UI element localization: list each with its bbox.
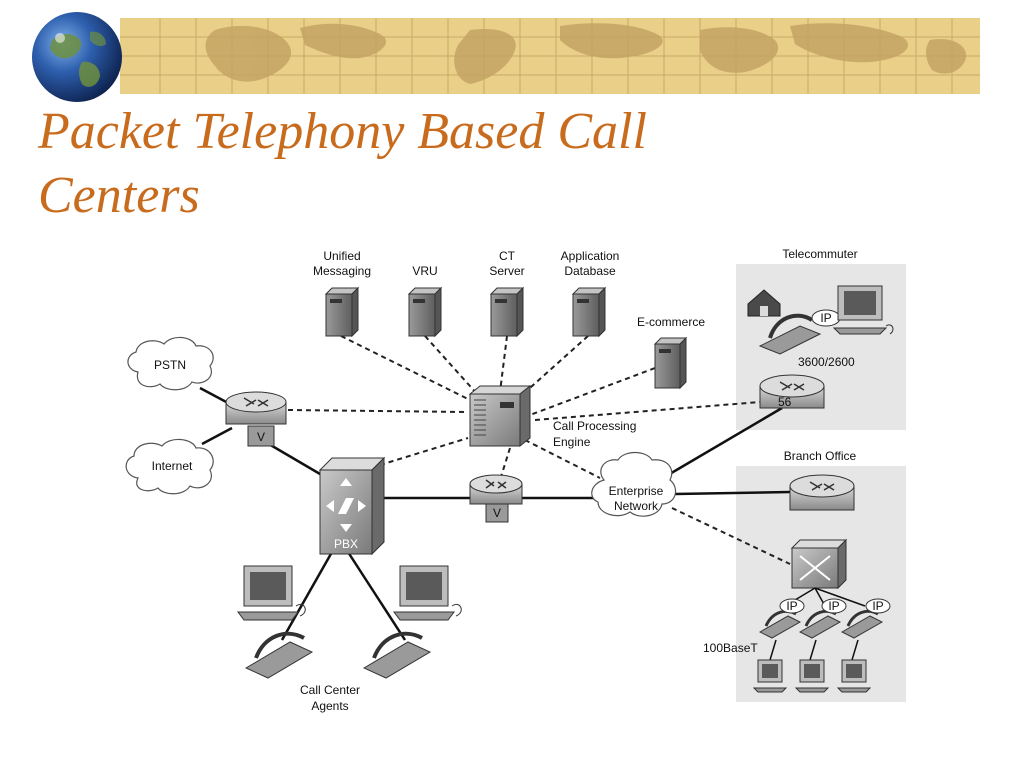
svg-text:Unified: Unified bbox=[323, 249, 360, 263]
application-database-label-1: Application bbox=[561, 249, 620, 263]
ct-server-label-1: CT bbox=[499, 249, 516, 263]
vru-server bbox=[407, 286, 443, 338]
enterprise-network-label-1: Enterprise bbox=[609, 484, 664, 498]
e-commerce-label: E-commerce bbox=[637, 315, 705, 329]
pbx-switch bbox=[318, 456, 386, 556]
slide-title: Packet Telephony Based Call Centers bbox=[38, 103, 647, 224]
svg-text:Call Center: Call Center bbox=[300, 683, 360, 697]
branch-pc-1 bbox=[752, 659, 788, 693]
router-model-label: 3600/2600 bbox=[798, 355, 855, 369]
telecommuter-router bbox=[759, 374, 825, 409]
branch-pc-3 bbox=[836, 659, 872, 693]
svg-text:Database: Database bbox=[564, 264, 616, 278]
ip-phone-branch-2 bbox=[798, 598, 847, 639]
ip-badge-branch-3: IP bbox=[872, 599, 883, 613]
agent-pc-2 bbox=[393, 565, 462, 621]
voice-gateway-router bbox=[225, 391, 287, 447]
application-database-server bbox=[571, 286, 607, 338]
pbx-label: PBX bbox=[334, 537, 358, 551]
branch-office-label: Branch Office bbox=[784, 449, 857, 463]
voice-router-center bbox=[469, 474, 523, 523]
pstn-label: PSTN bbox=[154, 358, 186, 372]
svg-text:Call Processing: Call Processing bbox=[553, 419, 636, 433]
agent-pc-1 bbox=[237, 565, 306, 621]
call-processing-engine bbox=[468, 384, 532, 448]
ct-server bbox=[489, 286, 525, 338]
router-badge-label: 56 bbox=[778, 395, 792, 409]
ip-badge-telecommuter: IP bbox=[820, 311, 831, 325]
call-processing-label-2: Engine bbox=[553, 435, 591, 449]
vru-label: VRU bbox=[412, 264, 437, 278]
svg-text:CT: CT bbox=[499, 249, 516, 263]
branch-router bbox=[789, 474, 855, 511]
agent-phone-2 bbox=[362, 631, 432, 679]
svg-text:Network: Network bbox=[614, 499, 659, 513]
svg-text:Enterprise: Enterprise bbox=[609, 484, 664, 498]
agent-phone-1 bbox=[244, 631, 314, 679]
ip-badge-branch-1: IP bbox=[786, 599, 797, 613]
ip-badge-branch-2: IP bbox=[828, 599, 839, 613]
branch-switch bbox=[790, 538, 848, 590]
application-database-label-2: Database bbox=[564, 264, 616, 278]
ip-phone-branch-1 bbox=[758, 598, 805, 639]
map-banner bbox=[120, 18, 980, 94]
voice-badge-left: V bbox=[257, 430, 265, 444]
house-icon bbox=[747, 289, 781, 317]
unified-messaging-label-1: Unified bbox=[323, 249, 360, 263]
internet-cloud bbox=[125, 438, 214, 495]
agents-label-1: Call Center bbox=[300, 683, 360, 697]
svg-text:Messaging: Messaging bbox=[313, 264, 371, 278]
voice-badge-center: V bbox=[493, 506, 501, 520]
ethernet-label: 100BaseT bbox=[703, 641, 758, 655]
svg-text:Engine: Engine bbox=[553, 435, 591, 449]
svg-text:Application: Application bbox=[561, 249, 620, 263]
pstn-cloud bbox=[127, 336, 214, 391]
globe-icon bbox=[32, 12, 122, 102]
e-commerce-server bbox=[653, 336, 688, 390]
ct-server-label-2: Server bbox=[489, 264, 524, 278]
telecommuter-label: Telecommuter bbox=[782, 247, 857, 261]
branch-pc-2 bbox=[794, 659, 830, 693]
ip-phone-branch-3 bbox=[840, 598, 891, 639]
svg-text:Server: Server bbox=[489, 264, 524, 278]
agents-label-2: Agents bbox=[311, 699, 348, 713]
svg-text:Agents: Agents bbox=[311, 699, 348, 713]
internet-label: Internet bbox=[152, 459, 193, 473]
enterprise-network-cloud bbox=[591, 451, 677, 517]
unified-messaging-label-2: Messaging bbox=[313, 264, 371, 278]
unified-messaging-server bbox=[324, 286, 360, 338]
call-processing-label-1: Call Processing bbox=[553, 419, 636, 433]
pc-telecommuter bbox=[832, 285, 894, 335]
enterprise-network-label-2: Network bbox=[614, 499, 659, 513]
